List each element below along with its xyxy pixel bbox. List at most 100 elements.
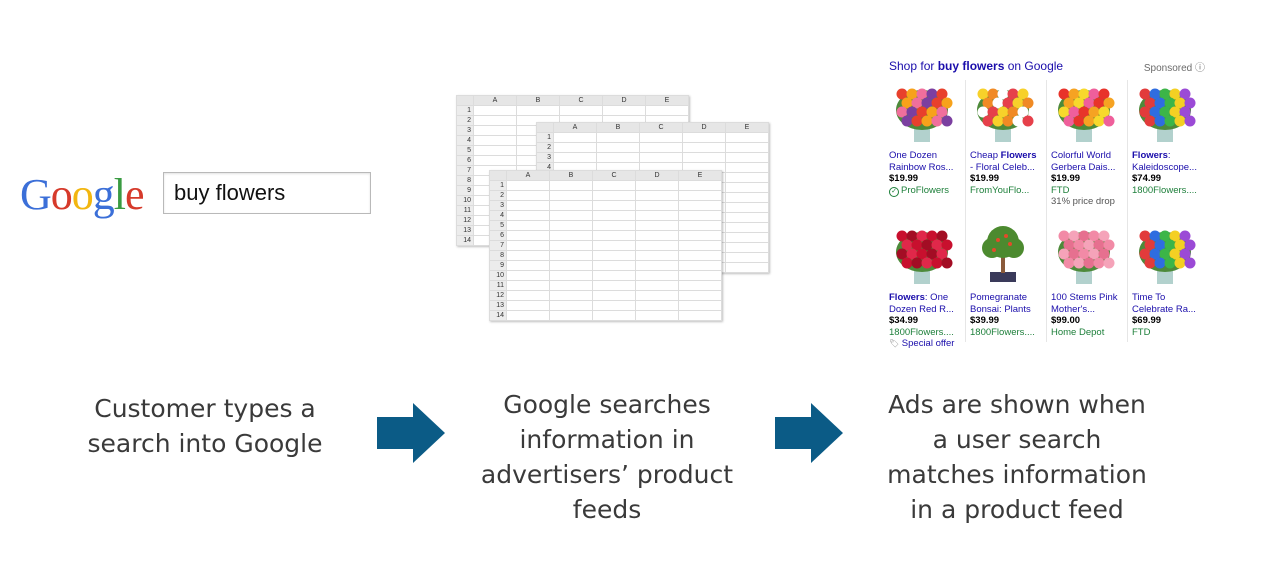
cell[interactable] <box>506 250 550 261</box>
cell[interactable] <box>549 300 593 311</box>
cell[interactable] <box>635 310 679 321</box>
product-title[interactable]: Flowers: One Dozen Red R... <box>889 292 954 315</box>
cell[interactable] <box>596 142 640 153</box>
cell[interactable] <box>635 260 679 271</box>
cell[interactable] <box>635 300 679 311</box>
cell[interactable] <box>506 200 550 211</box>
cell[interactable] <box>549 270 593 281</box>
cell[interactable] <box>635 190 679 201</box>
cell[interactable] <box>559 105 603 116</box>
cell[interactable] <box>682 132 726 143</box>
cell[interactable] <box>682 152 726 163</box>
product-image[interactable] <box>889 80 955 146</box>
cell[interactable] <box>506 190 550 201</box>
cell[interactable] <box>592 190 636 201</box>
cell[interactable] <box>592 220 636 231</box>
cell[interactable] <box>473 145 517 156</box>
cell[interactable] <box>506 290 550 301</box>
search-input[interactable]: buy flowers <box>163 172 371 214</box>
cell[interactable] <box>549 250 593 261</box>
cell[interactable] <box>645 105 689 116</box>
cell[interactable] <box>592 310 636 321</box>
cell[interactable] <box>635 280 679 291</box>
cell[interactable] <box>553 142 597 153</box>
cell[interactable] <box>473 115 517 126</box>
cell[interactable] <box>678 300 722 311</box>
cell[interactable] <box>678 180 722 191</box>
cell[interactable] <box>635 220 679 231</box>
cell[interactable] <box>506 180 550 191</box>
product-image[interactable] <box>1132 222 1198 288</box>
product-title[interactable]: Colorful World Gerbera Dais... <box>1051 150 1116 173</box>
cell[interactable] <box>516 105 560 116</box>
cell[interactable] <box>592 280 636 291</box>
cell[interactable] <box>596 152 640 163</box>
cell[interactable] <box>549 200 593 211</box>
product-image[interactable] <box>970 80 1036 146</box>
cell[interactable] <box>725 142 769 153</box>
cell[interactable] <box>553 152 597 163</box>
cell[interactable] <box>506 270 550 281</box>
cell[interactable] <box>506 210 550 221</box>
product-card[interactable]: One Dozen Rainbow Ros...$19.99✓ProFlower… <box>889 80 961 197</box>
cell[interactable] <box>678 290 722 301</box>
cell[interactable] <box>553 132 597 143</box>
special-offer-link[interactable]: 🏷 Special offer <box>889 338 955 349</box>
cell[interactable] <box>506 230 550 241</box>
cell[interactable] <box>639 152 683 163</box>
cell[interactable] <box>639 142 683 153</box>
cell[interactable] <box>592 240 636 251</box>
cell[interactable] <box>592 260 636 271</box>
cell[interactable] <box>592 250 636 261</box>
cell[interactable] <box>635 290 679 301</box>
cell[interactable] <box>473 135 517 146</box>
cell[interactable] <box>678 240 722 251</box>
cell[interactable] <box>506 300 550 311</box>
product-title[interactable]: One Dozen Rainbow Ros... <box>889 150 954 173</box>
product-image[interactable] <box>889 222 955 288</box>
cell[interactable] <box>549 290 593 301</box>
cell[interactable] <box>596 132 640 143</box>
cell[interactable] <box>678 260 722 271</box>
cell[interactable] <box>592 180 636 191</box>
cell[interactable] <box>635 250 679 261</box>
cell[interactable] <box>549 230 593 241</box>
cell[interactable] <box>506 310 550 321</box>
cell[interactable] <box>635 180 679 191</box>
product-title[interactable]: Pomegranate Bonsai: Plants <box>970 292 1031 315</box>
cell[interactable] <box>592 290 636 301</box>
cell[interactable] <box>678 310 722 321</box>
cell[interactable] <box>592 200 636 211</box>
cell[interactable] <box>549 220 593 231</box>
cell[interactable] <box>725 132 769 143</box>
product-image[interactable] <box>1051 80 1117 146</box>
cell[interactable] <box>635 270 679 281</box>
cell[interactable] <box>678 220 722 231</box>
cell[interactable] <box>678 200 722 211</box>
cell[interactable] <box>549 210 593 221</box>
cell[interactable] <box>473 105 517 116</box>
cell[interactable] <box>635 200 679 211</box>
cell[interactable] <box>635 210 679 221</box>
cell[interactable] <box>506 240 550 251</box>
cell[interactable] <box>549 280 593 291</box>
product-image[interactable] <box>1132 80 1198 146</box>
product-image[interactable] <box>970 222 1036 288</box>
cell[interactable] <box>473 125 517 136</box>
cell[interactable] <box>549 310 593 321</box>
cell[interactable] <box>725 152 769 163</box>
cell[interactable] <box>506 280 550 291</box>
cell[interactable] <box>678 190 722 201</box>
cell[interactable] <box>678 210 722 221</box>
cell[interactable] <box>678 250 722 261</box>
cell[interactable] <box>506 260 550 271</box>
cell[interactable] <box>549 190 593 201</box>
cell[interactable] <box>682 142 726 153</box>
cell[interactable] <box>549 180 593 191</box>
cell[interactable] <box>549 240 593 251</box>
